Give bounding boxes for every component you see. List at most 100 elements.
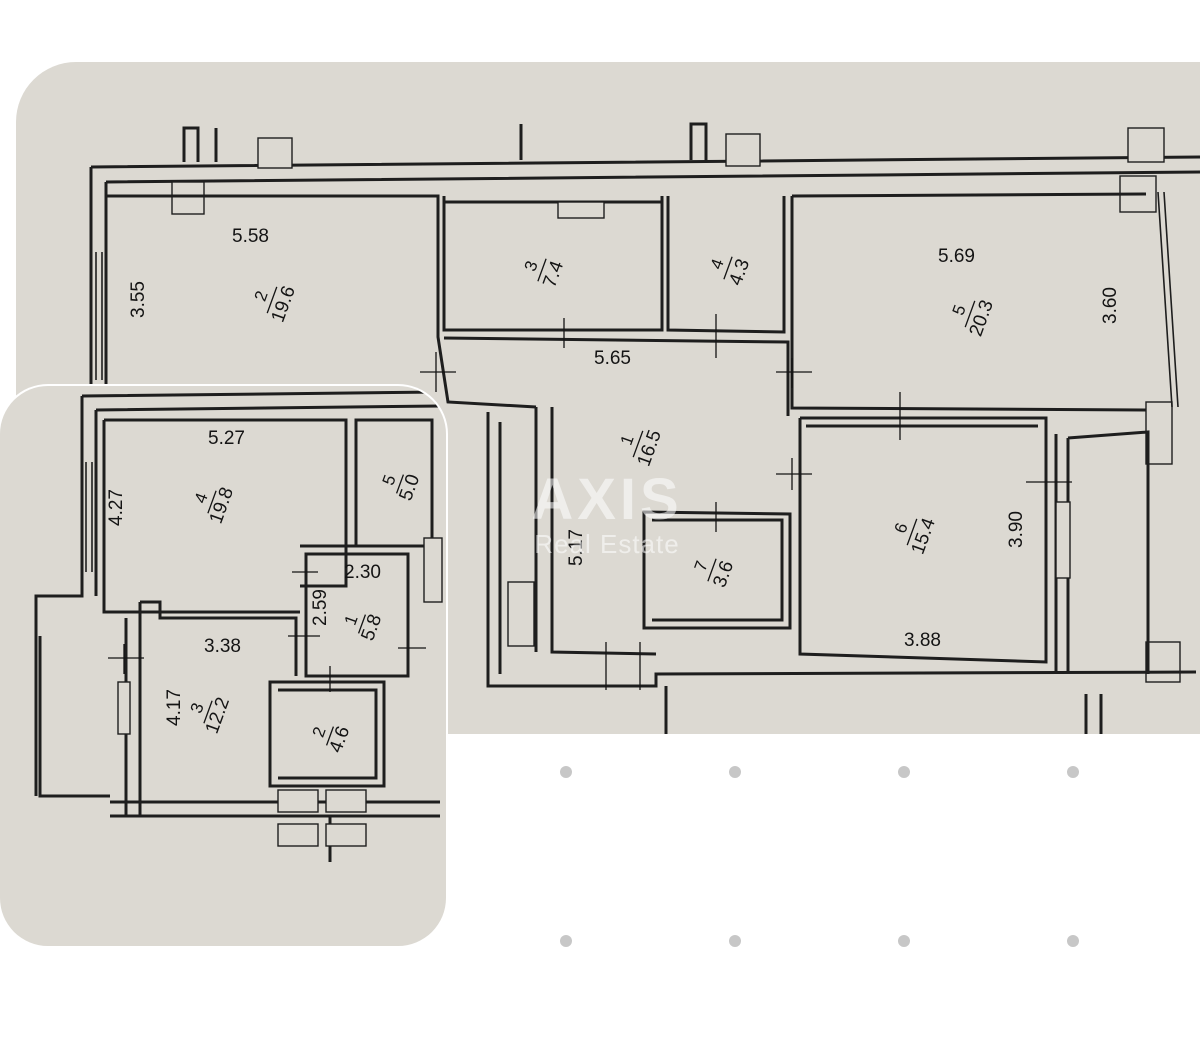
shaft-block	[507, 581, 535, 647]
room-area: 7.4	[539, 258, 568, 290]
dot-marker	[1067, 766, 1079, 778]
room-number: 3	[187, 700, 208, 715]
room-5-walls	[790, 192, 1147, 412]
room-4-walls	[102, 418, 348, 614]
balcony	[38, 636, 110, 798]
shaft-block	[423, 537, 443, 603]
fixture-block	[277, 789, 319, 813]
floor-plan-inset-drawing: 4 19.8 5 5.0 1 5.8 3 12.2 2 4.6 5.27 4.2…	[34, 390, 443, 862]
dot-marker	[560, 766, 572, 778]
fraction-line	[964, 300, 976, 328]
dot-marker	[1067, 935, 1079, 947]
dimension-label: 4.17	[164, 689, 185, 726]
floor-plan-main-drawing: 2 19.6 3 7.4 4 4.3 5 20.3 1 16.5 7 3.6	[89, 122, 1200, 734]
room-label-1: 1 16.5	[617, 427, 666, 469]
room-label-3: 3 7.4	[521, 258, 569, 290]
column-block	[1127, 127, 1165, 163]
fraction-line	[357, 614, 367, 634]
fraction-line	[203, 700, 213, 724]
room-area: 5.0	[395, 472, 424, 504]
dimension-label: 5.58	[232, 226, 269, 247]
room-2-walls	[106, 194, 537, 409]
room-number: 7	[691, 558, 712, 573]
dimension-label: 5.27	[208, 428, 245, 449]
room-area: 19.6	[268, 283, 300, 325]
dimension-label: 2.59	[310, 589, 331, 626]
room-area: 19.8	[206, 485, 238, 527]
room-label-5: 5 20.3	[949, 297, 998, 339]
room-label-5: 5 5.0	[379, 472, 425, 504]
fraction-line	[632, 430, 644, 458]
room-area: 12.2	[202, 695, 234, 737]
fraction-line	[266, 286, 278, 314]
room-1-walls	[443, 336, 790, 656]
column-block	[257, 137, 293, 169]
dimension-label: 3.88	[904, 630, 941, 651]
fraction-line	[395, 474, 405, 494]
dimension-label: 5.69	[938, 246, 975, 267]
room-number: 5	[379, 472, 400, 487]
room-label-3: 3 12.2	[187, 695, 234, 737]
dot-marker	[729, 766, 741, 778]
dimension-label: 3.38	[204, 636, 241, 657]
dimension-label: 3.55	[128, 281, 149, 318]
room-label-2: 2 19.6	[251, 283, 300, 325]
outer-wall	[34, 390, 441, 862]
room-label-2: 2 4.6	[309, 724, 355, 756]
room-area: 4.3	[725, 256, 754, 288]
room-number: 2	[251, 288, 272, 303]
dimension-label: 2.30	[344, 562, 381, 583]
fraction-line	[707, 558, 717, 582]
room-area: 16.5	[634, 427, 666, 469]
outer-wall	[89, 155, 1200, 432]
dimension-label: 5.17	[566, 529, 587, 566]
bottom-wall	[486, 412, 1197, 734]
room-number: 5	[949, 302, 970, 317]
room-number: 2	[309, 724, 330, 739]
window-room-6	[1055, 501, 1071, 579]
room-label-4: 4 19.8	[191, 485, 238, 527]
door-marks	[108, 571, 426, 692]
dimension-label: 4.27	[106, 489, 127, 526]
room-number: 1	[341, 612, 362, 627]
dot-marker	[898, 766, 910, 778]
room-area: 15.4	[908, 515, 941, 557]
room-3-walls	[442, 196, 664, 332]
room-label-7: 7 3.6	[691, 558, 738, 590]
fraction-line	[207, 490, 217, 514]
dimension-label: 3.60	[1100, 287, 1121, 324]
floor-plan-inset: 4 19.8 5 5.0 1 5.8 3 12.2 2 4.6 5.27 4.2…	[0, 386, 446, 946]
room-number: 3	[521, 258, 542, 273]
vent-block	[557, 201, 605, 219]
window-right	[1157, 191, 1179, 408]
fraction-line	[906, 518, 918, 546]
room-2-walls	[268, 680, 386, 788]
room-area: 3.6	[709, 558, 738, 590]
room-area: 5.8	[357, 612, 386, 644]
window-left	[95, 252, 103, 380]
room-number: 4	[191, 490, 212, 505]
room-number: 1	[617, 432, 638, 447]
room-7-walls	[642, 510, 792, 630]
room-area: 4.6	[325, 724, 354, 756]
fraction-line	[723, 256, 733, 280]
room-label-1: 1 5.8	[341, 612, 387, 644]
dimension-label: 5.65	[594, 348, 631, 369]
window-room-3	[117, 681, 131, 735]
room-1-walls	[300, 544, 416, 678]
fixture-block	[277, 823, 319, 847]
dot-marker	[729, 935, 741, 947]
room-number: 6	[891, 520, 912, 535]
column-block	[1145, 641, 1181, 683]
door-marks	[420, 314, 1072, 690]
room-area: 20.3	[966, 297, 998, 339]
top-outer-band	[182, 122, 708, 162]
room-4-walls	[666, 196, 786, 334]
fraction-line	[325, 726, 335, 746]
dot-marker	[560, 935, 572, 947]
room-label-6: 6 15.4	[891, 515, 941, 557]
fixture-block	[325, 823, 367, 847]
window-left	[85, 462, 93, 572]
room-number: 4	[707, 256, 728, 271]
room-label-4: 4 4.3	[707, 256, 754, 288]
